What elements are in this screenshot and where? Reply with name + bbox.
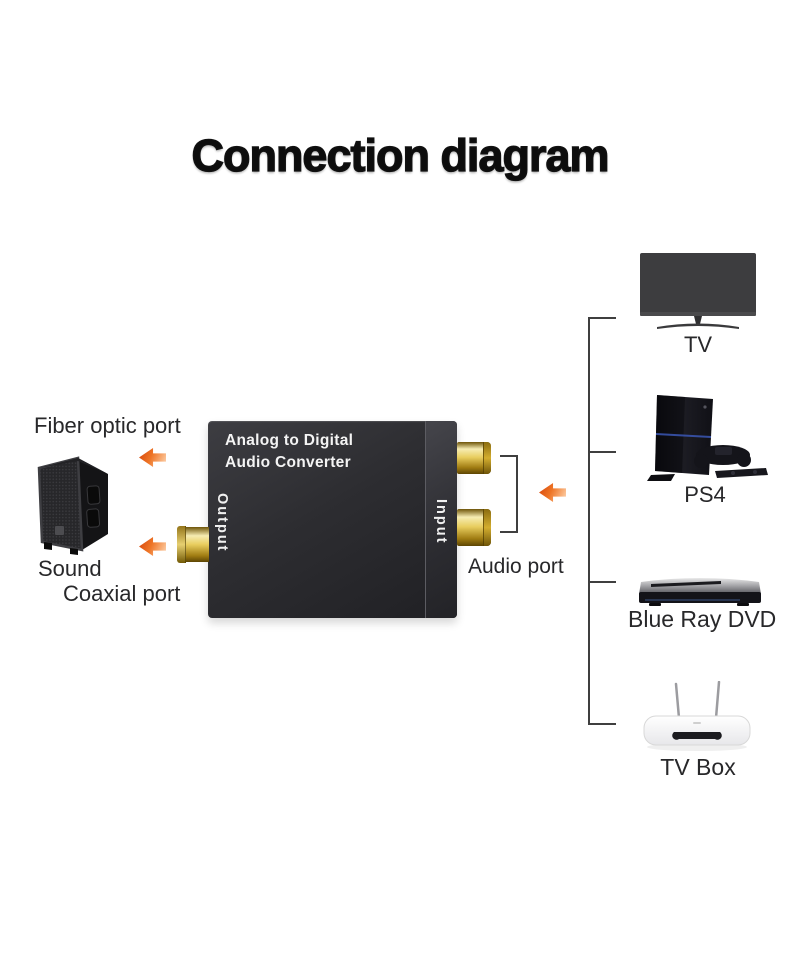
- converter-side-panel: Input: [425, 421, 457, 618]
- audio-port-label: Audio port: [468, 555, 564, 578]
- coaxial-port-icon: [177, 526, 209, 563]
- connector-vertical-line: [588, 317, 590, 725]
- tv-label: TV: [683, 332, 713, 357]
- left-arrow-icon: [139, 448, 166, 467]
- converter-name-line1: Analog to Digital: [225, 432, 354, 449]
- connector-stub-bluray: [588, 581, 616, 583]
- bluray-player-icon: [639, 578, 761, 606]
- speaker-icon: [37, 456, 108, 555]
- converter-name-line2: Audio Converter: [225, 453, 351, 471]
- left-arrow-icon: [539, 483, 566, 502]
- connector-stub-ps4: [588, 451, 616, 453]
- ps4-icon: [647, 395, 768, 481]
- connector-stub-tvbox: [588, 723, 616, 725]
- page-title: Connection diagram: [191, 129, 610, 181]
- rca-port-icon: [457, 509, 491, 546]
- tv-box-label: TV Box: [660, 754, 736, 780]
- coaxial-port-label: Coaxial port: [63, 581, 181, 606]
- tv-box-icon: [643, 681, 751, 751]
- ps4-label: PS4: [684, 482, 726, 507]
- bluray-label: Blue Ray DVD: [628, 606, 777, 632]
- connector-stub-tv: [588, 317, 616, 319]
- rca-port-icon: [457, 442, 491, 474]
- tv-icon: [640, 253, 756, 329]
- left-arrow-icon: [139, 537, 166, 556]
- output-label: Output: [214, 493, 230, 553]
- audio-port-bracket: [500, 455, 518, 533]
- fiber-optic-port-label: Fiber optic port: [34, 413, 181, 438]
- audio-converter-device: Analog to Digital Audio Converter Output…: [177, 421, 491, 618]
- converter-name: Analog to Digital Audio Converter: [225, 430, 353, 473]
- sound-label: Sound: [38, 556, 102, 581]
- input-label: Input: [433, 499, 449, 545]
